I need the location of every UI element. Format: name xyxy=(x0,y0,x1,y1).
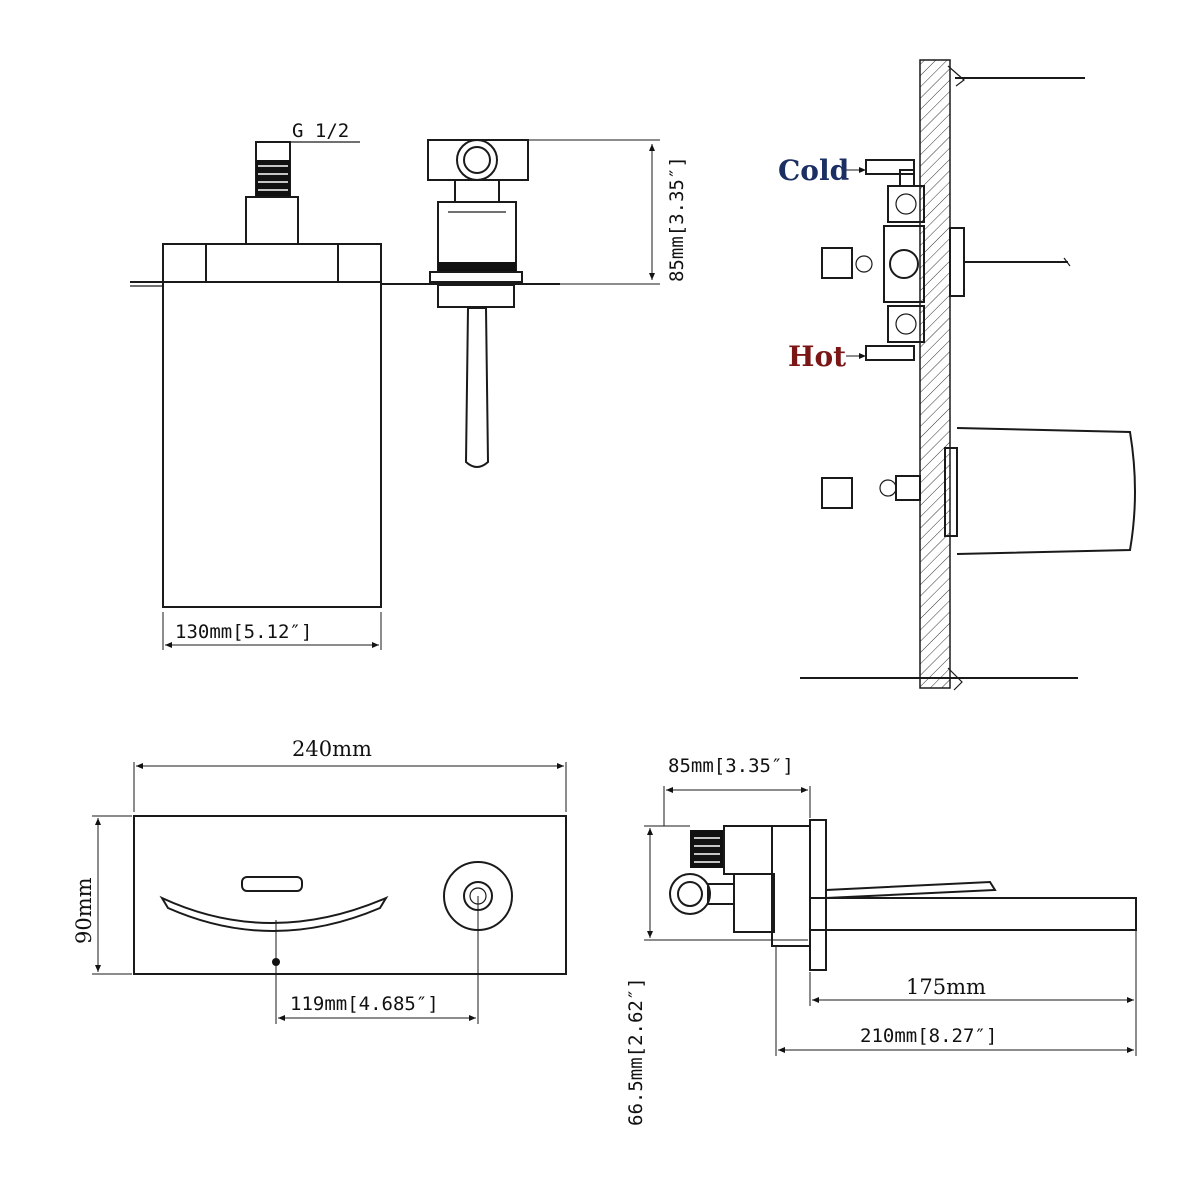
wall-section xyxy=(919,59,951,689)
total-reach-dimension: 210mm[8.27″] xyxy=(860,1025,997,1047)
side-profile-view: 85mm[3.35″] 175mm 210mm[8.27″] 66.5mm[2.… xyxy=(625,755,1137,1126)
front-width-dimension: 130mm[5.12″] xyxy=(175,621,312,643)
front-view: G 1/2 130mm[5.12″] xyxy=(130,120,382,650)
handle-offset-dimension: 119mm[4.685″] xyxy=(290,993,439,1015)
spout-reach-dimension: 175mm xyxy=(906,975,986,999)
side-view: 85mm[3.35″] xyxy=(380,139,688,468)
hot-label: Hot xyxy=(788,340,846,373)
side-depth-dimension: 85mm[3.35″] xyxy=(668,755,794,777)
top-view: 240mm 90mm 119mm[4.685″] xyxy=(72,737,567,1024)
top-height-dimension: 90mm xyxy=(72,877,96,944)
side-height-dimension: 85mm[3.35″] xyxy=(666,156,688,282)
thread-label: G 1/2 xyxy=(292,120,349,142)
spout-height-dimension: 66.5mm[2.62″] xyxy=(625,977,647,1126)
cold-label: Cold xyxy=(778,154,849,187)
top-width-dimension: 240mm xyxy=(292,737,372,761)
installation-view: Cold Hot xyxy=(732,59,1136,691)
